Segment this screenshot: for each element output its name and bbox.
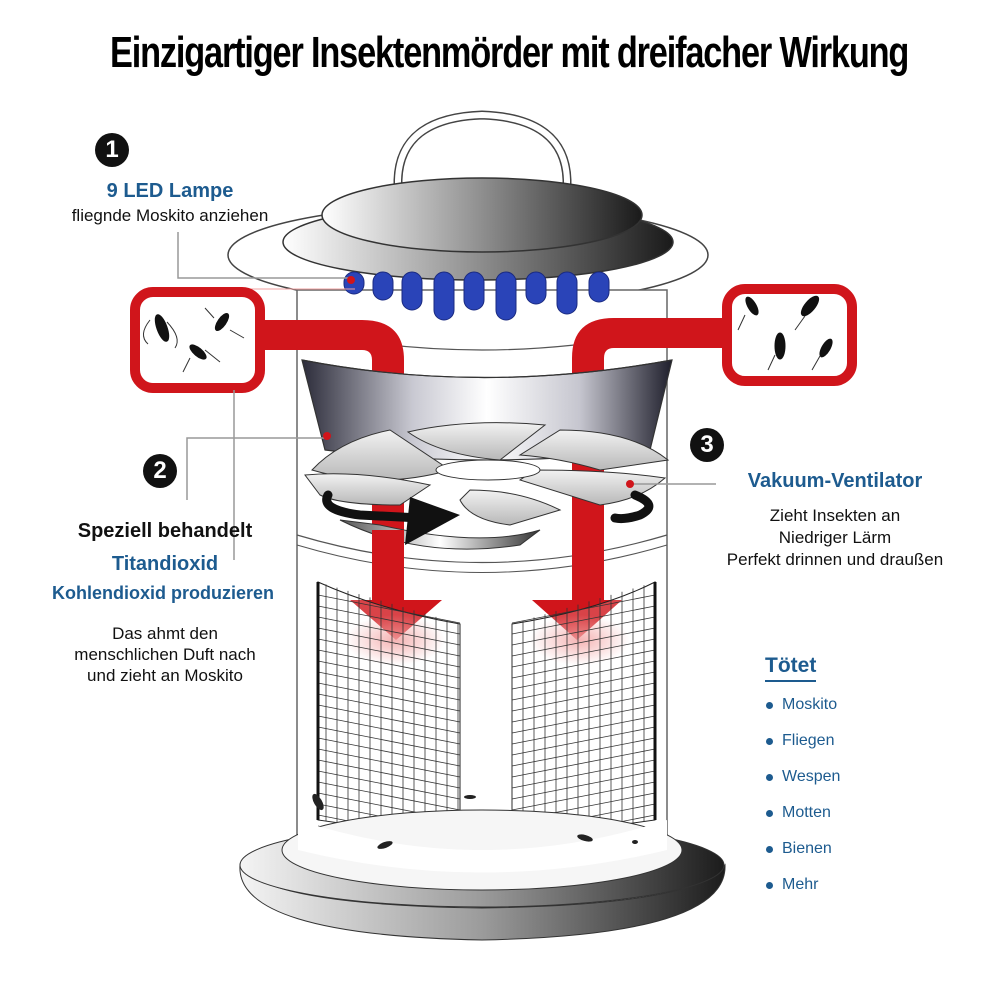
kills-item-label: Moskito [782, 696, 838, 713]
insect-icon [737, 295, 833, 371]
callout-line-1 [177, 232, 355, 290]
mesh-grid-lines [317, 584, 656, 855]
feature-2-text-2: menschlichen Duft nach [74, 645, 256, 664]
bullet-icon [766, 738, 773, 745]
bullet-icon [766, 882, 773, 889]
rotation-arrow-icon [322, 490, 654, 545]
step-badge-1: 1 [95, 133, 129, 167]
kills-list: Moskito Fliegen Wespen Motten Bienen Meh… [766, 696, 840, 912]
feature-2-subheading-1: Titandioxid [111, 553, 219, 575]
glow [530, 615, 630, 665]
step-badge-2: 2 [143, 454, 177, 488]
kills-item-label: Fliegen [782, 732, 835, 749]
list-item: Bienen [766, 840, 840, 876]
feature-1-heading: 9 LED Lampe [106, 180, 234, 202]
bullet-icon [766, 774, 773, 781]
kills-item-label: Bienen [782, 840, 832, 857]
list-item: Motten [766, 804, 840, 840]
kills-item-label: Wespen [782, 768, 841, 785]
dead-insects [312, 793, 638, 849]
feature-3-text-1: Zieht Insekten an [769, 506, 901, 525]
list-item: Fliegen [766, 732, 840, 768]
kills-title: Tötet [765, 654, 817, 682]
lamp-lid-icon [282, 177, 674, 281]
callout-line-2 [186, 390, 331, 560]
base-icon [239, 809, 726, 941]
kills-item-label: Motten [782, 804, 831, 821]
fan-icon [304, 422, 670, 550]
feature-2-text-3: und zieht an Moskito [87, 666, 243, 685]
page-title: Einzigartiger Insektenmörder mit dreifac… [110, 28, 909, 77]
mesh-grid-icon [317, 581, 656, 841]
feature-3-text-2: Niedriger Lärm [778, 528, 892, 547]
bullet-icon [766, 702, 773, 709]
feature-3-text-3: Perfekt drinnen und draußen [726, 550, 944, 569]
list-item: Mehr [766, 876, 840, 912]
feature-3-heading: Vakuum-Ventilator [747, 470, 923, 492]
list-item: Moskito [766, 696, 840, 732]
feature-2-subheading-2: Kohlendioxid produzieren [51, 583, 274, 603]
feature-2-text-1: Das ahmt den [112, 624, 218, 643]
list-item: Wespen [766, 768, 840, 804]
feature-1-text: fliegnde Moskito anziehen [71, 206, 269, 225]
step-badge-3: 3 [690, 428, 724, 462]
bullet-icon [766, 846, 773, 853]
insect-icon [143, 307, 245, 373]
bullet-icon [766, 810, 773, 817]
kills-item-label: Mehr [782, 876, 819, 893]
feature-2-heading: Speziell behandelt [77, 520, 253, 542]
callout-line-3 [626, 480, 716, 488]
